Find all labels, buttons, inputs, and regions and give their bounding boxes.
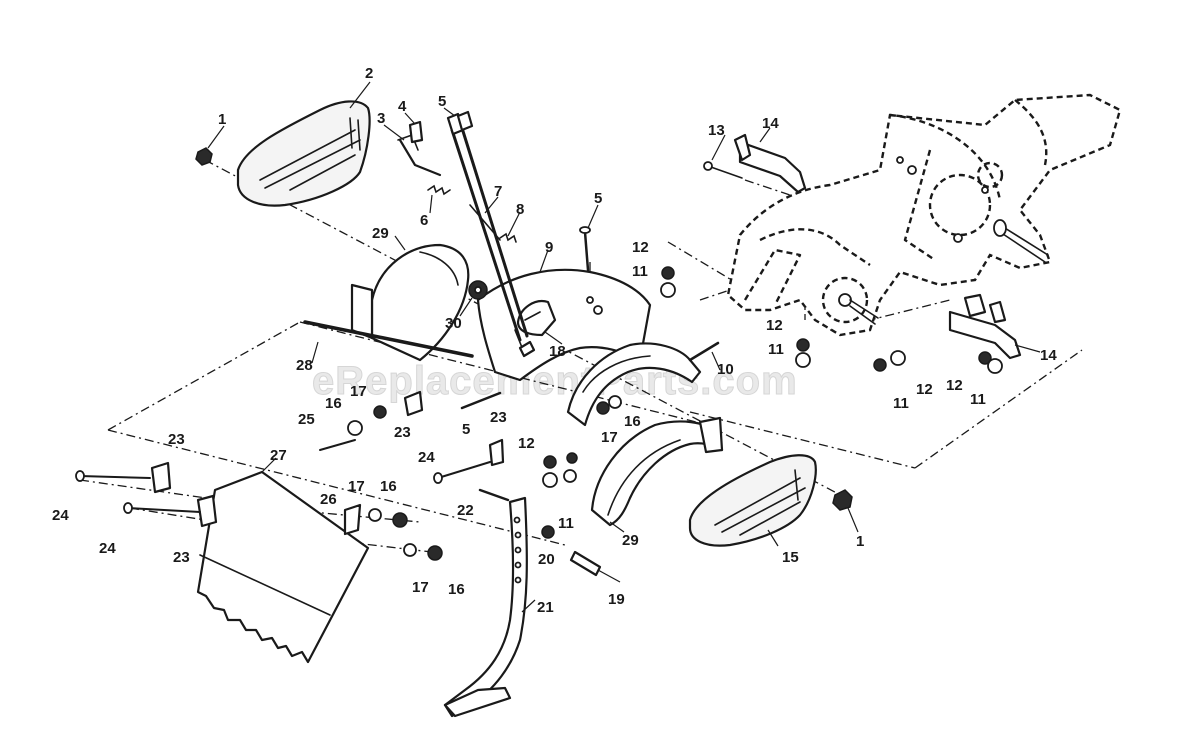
callout-11: 11: [768, 341, 784, 358]
callout-14: 14: [1040, 347, 1057, 364]
leader-lines: [207, 81, 1041, 613]
watermark-text: eReplacementParts.com: [312, 359, 798, 403]
callout-12: 12: [766, 317, 783, 334]
side-shield-left: [236, 100, 371, 207]
callout-7: 7: [494, 183, 502, 200]
callout-15: 15: [782, 549, 799, 566]
callout-13: 13: [708, 122, 725, 139]
callout-11: 11: [632, 263, 648, 280]
callout-11: 11: [970, 391, 986, 408]
callout-21: 21: [537, 599, 554, 616]
callout-23: 23: [168, 431, 185, 448]
callout-19: 19: [608, 591, 625, 608]
callout-5: 5: [594, 190, 602, 207]
callout-3: 3: [377, 110, 385, 127]
callout-20: 20: [538, 551, 555, 568]
callout-24: 24: [418, 449, 435, 466]
callout-5: 5: [462, 421, 470, 438]
callout-28: 28: [296, 357, 313, 374]
hinge-rod: [303, 320, 474, 358]
callout-16: 16: [380, 478, 397, 495]
callout-1: 1: [218, 111, 226, 128]
callout-26: 26: [320, 491, 337, 508]
callout-25: 25: [298, 411, 315, 428]
side-shield-right: [688, 454, 817, 547]
callout-2: 2: [365, 65, 373, 82]
callout-10: 10: [717, 361, 734, 378]
callout-22: 22: [457, 502, 474, 519]
callout-17: 17: [412, 579, 429, 596]
callout-23: 23: [173, 549, 190, 566]
callout-16: 16: [325, 395, 342, 412]
callout-16: 16: [448, 581, 465, 598]
callout-23: 23: [490, 409, 507, 426]
callout-9: 9: [545, 239, 553, 256]
callout-17: 17: [601, 429, 618, 446]
callout-12: 12: [916, 381, 933, 398]
bracket-lower: [948, 293, 1022, 360]
callout-17: 17: [350, 383, 367, 400]
callout-6: 6: [420, 212, 428, 229]
callout-24: 24: [99, 540, 116, 557]
callout-18: 18: [549, 343, 566, 360]
deflector-lower: [590, 416, 724, 527]
transmission-housing-phantom: [726, 93, 1122, 337]
deflector-upper: [350, 243, 470, 362]
drag-shield-flap: [196, 470, 370, 664]
hardware: [75, 147, 1003, 577]
callout-12: 12: [946, 377, 963, 394]
tine-hood: [476, 268, 702, 427]
callout-4: 4: [398, 98, 407, 115]
callout-11: 11: [893, 395, 909, 412]
callout-8: 8: [516, 201, 524, 218]
callout-30: 30: [445, 315, 462, 332]
callout-12: 12: [518, 435, 535, 452]
callout-12: 12: [632, 239, 649, 256]
callout-29: 29: [622, 532, 639, 549]
callouts: 1 1 2 3 4 5 5 5 6 7 8 9 10 11 11 11 11 1…: [52, 65, 1057, 616]
bracket-upper: [703, 133, 807, 194]
callout-23: 23: [394, 424, 411, 441]
callout-16: 16: [624, 413, 641, 430]
callout-14: 14: [762, 115, 779, 132]
callout-29: 29: [372, 225, 389, 242]
control-rods: [397, 110, 529, 356]
callout-24: 24: [52, 507, 69, 524]
callout-5: 5: [438, 93, 446, 110]
callout-17: 17: [348, 478, 365, 495]
callout-27: 27: [270, 447, 287, 464]
callout-1: 1: [856, 533, 864, 550]
callout-11: 11: [558, 515, 574, 532]
depth-bar: [443, 496, 528, 718]
